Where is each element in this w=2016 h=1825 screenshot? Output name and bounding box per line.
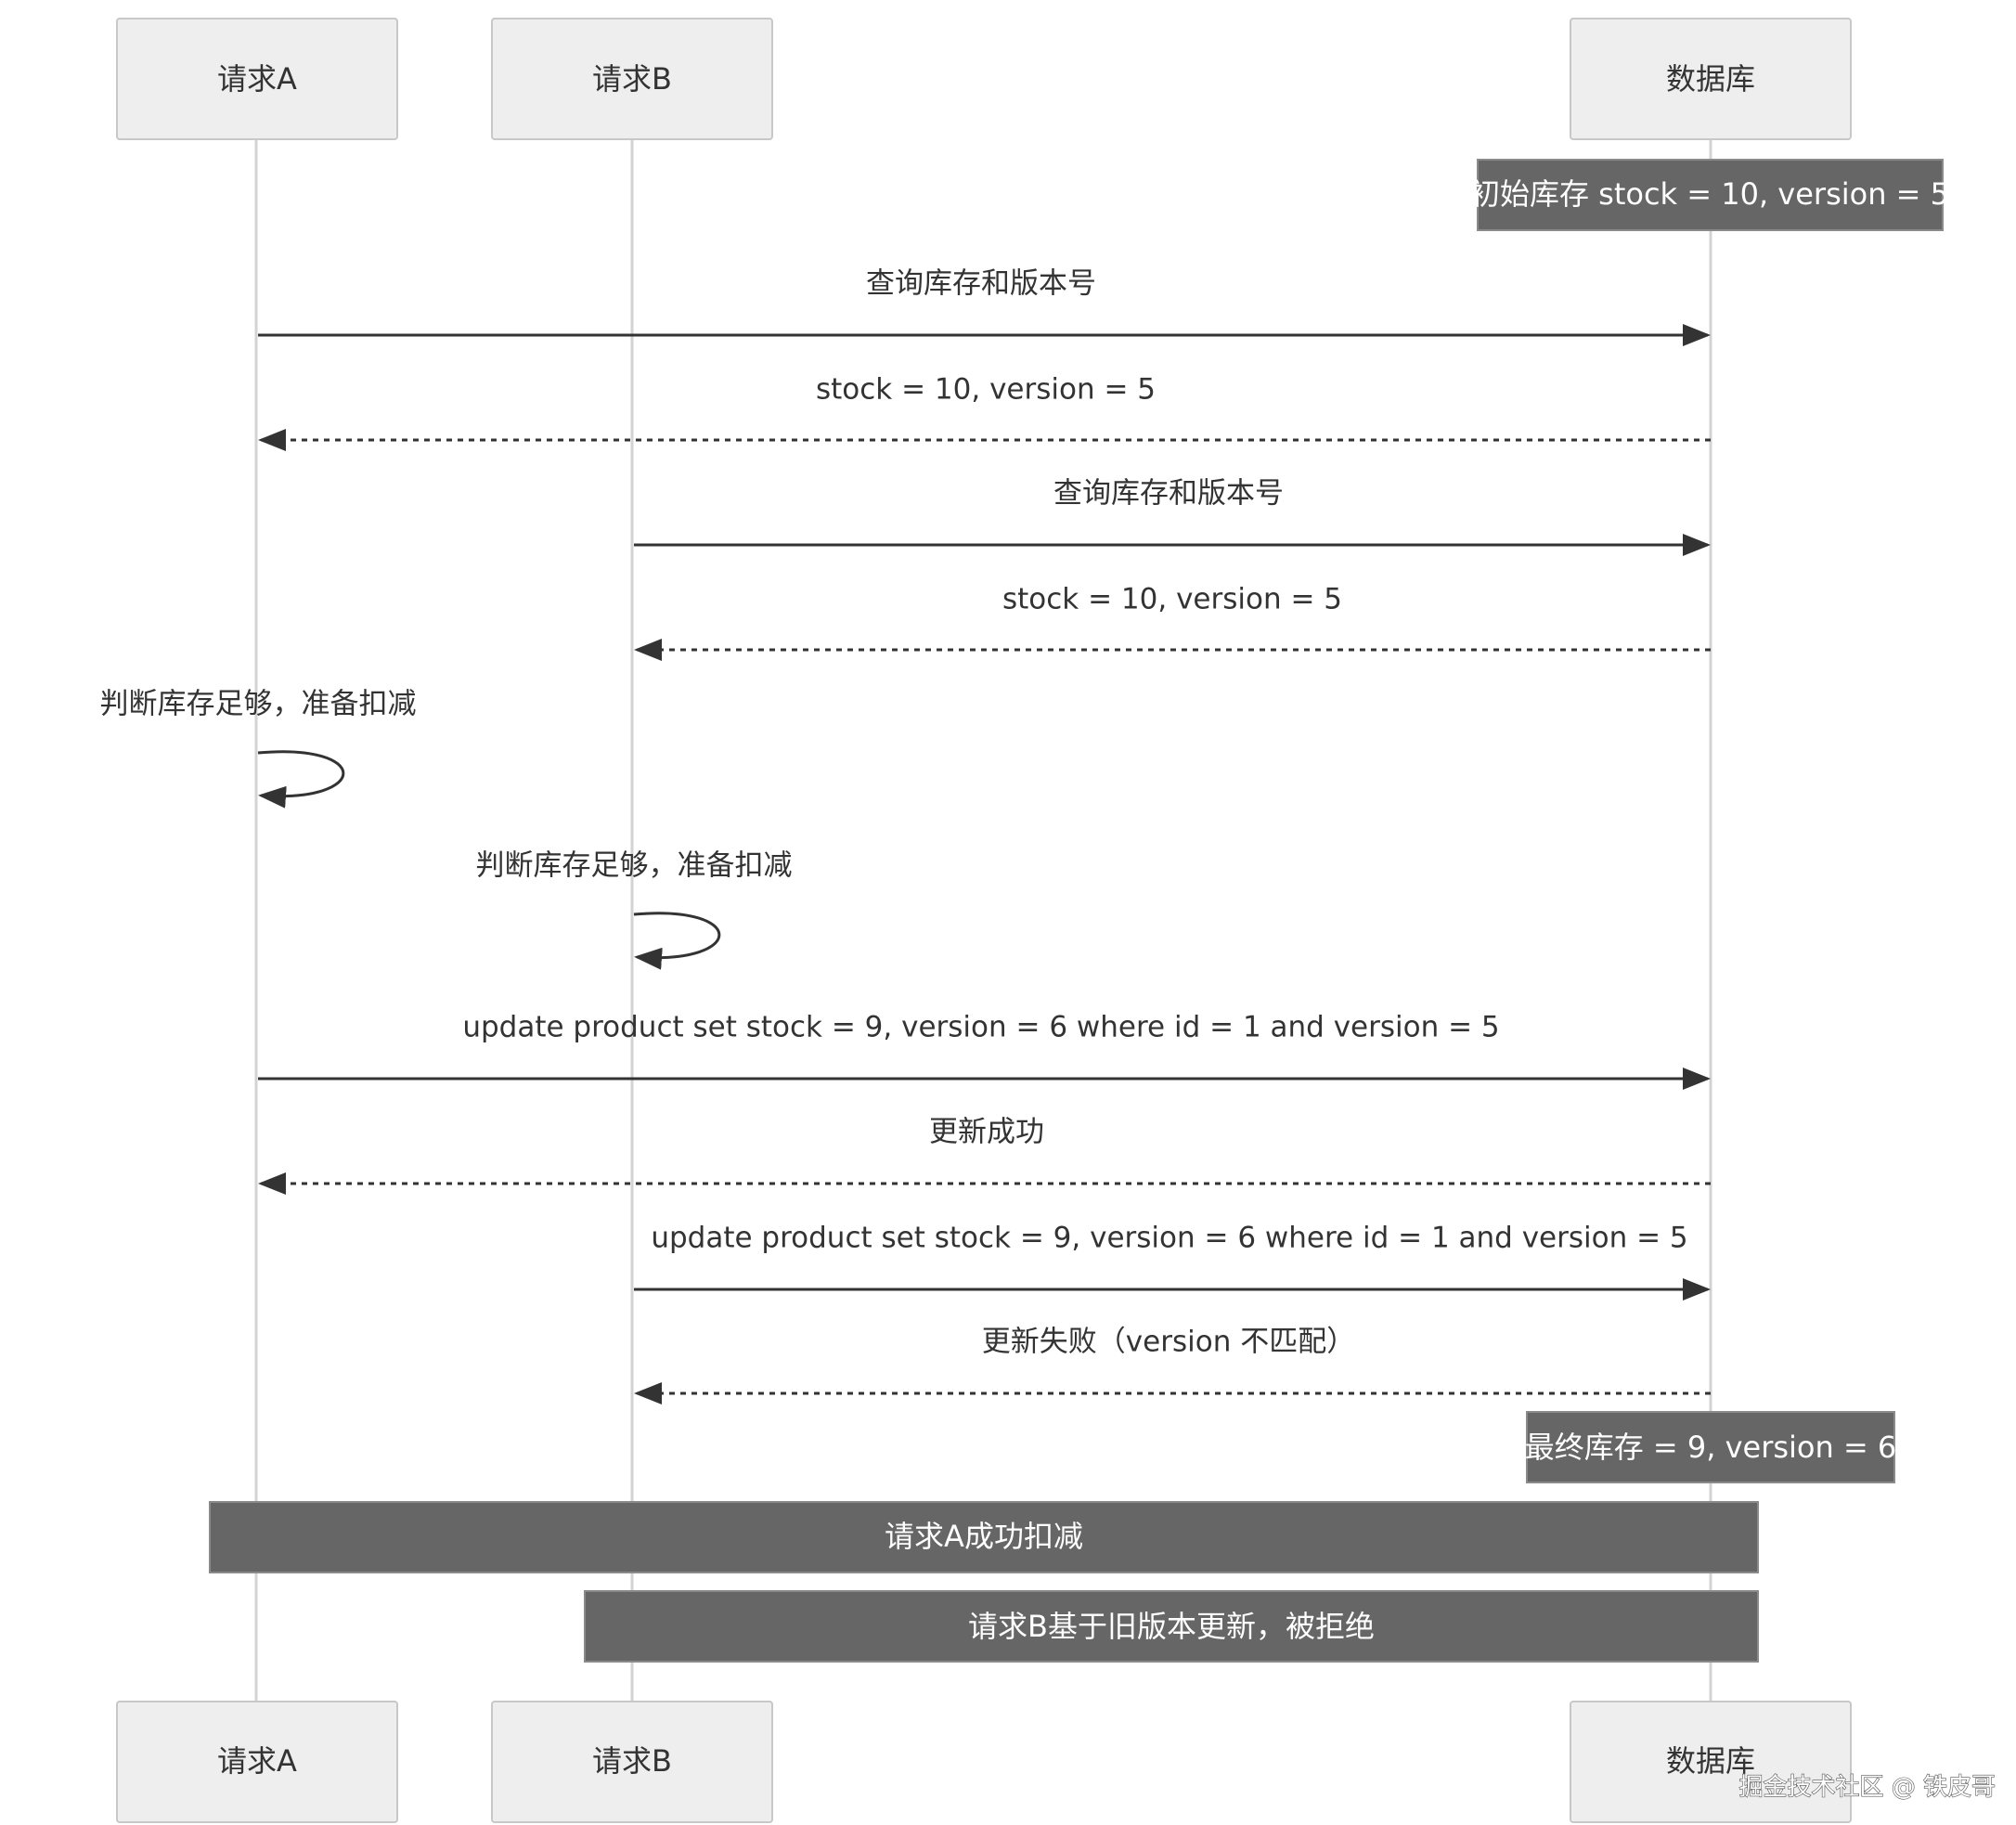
actor-database-bottom: 数据库 [1570, 1701, 1852, 1823]
actor-request-a-bottom: 请求A [116, 1701, 398, 1823]
note-final-stock: 最终库存 = 9, version = 6 [1525, 1411, 1897, 1483]
actor-label: 数据库 [1666, 1743, 1755, 1779]
svg-text:请求A成功扣减: 请求A成功扣减 [885, 1519, 1083, 1554]
message-label: 更新成功 [929, 1116, 1044, 1149]
svg-text:请求B基于旧版本更新，被拒绝: 请求B基于旧版本更新，被拒绝 [968, 1609, 1375, 1644]
watermark: 掘金技术社区 @ 铁皮哥 [1738, 1774, 1996, 1802]
actor-label: 请求A [217, 1743, 297, 1779]
svg-text:初始库存 stock = 10, version = 5: 初始库存 stock = 10, version = 5 [1470, 176, 1949, 212]
actor-request-b-bottom: 请求B [491, 1701, 773, 1823]
message-label: stock = 10, version = 5 [1002, 583, 1342, 616]
actor-request-b-top: 请求B [491, 18, 773, 140]
svg-text:最终库存 = 9, version = 6: 最终库存 = 9, version = 6 [1525, 1430, 1897, 1465]
self-loop-arrow [633, 912, 721, 970]
message-label: 更新失败（version 不匹配） [982, 1326, 1355, 1359]
message-label: 查询库存和版本号 [1053, 477, 1284, 511]
actor-label: 请求B [592, 1743, 672, 1779]
message-label: 查询库存和版本号 [866, 267, 1096, 301]
actor-label: 请求B [592, 61, 672, 97]
actor-database-top: 数据库 [1570, 18, 1852, 140]
message-label: update product set stock = 9, version = … [462, 1011, 1499, 1044]
actor-label: 数据库 [1666, 61, 1755, 97]
message-label: stock = 10, version = 5 [816, 373, 1156, 407]
message-label: 判断库存足够，准备扣减 [476, 849, 793, 883]
note-request-b-rejected: 请求B基于旧版本更新，被拒绝 [584, 1590, 1759, 1663]
note-initial-stock: 初始库存 stock = 10, version = 5 [1470, 159, 1949, 231]
self-loop-arrow [257, 750, 345, 809]
message-label: update product set stock = 9, version = … [651, 1222, 1687, 1255]
note-request-a-success: 请求A成功扣减 [209, 1501, 1759, 1573]
message-label: 判断库存足够，准备扣减 [100, 688, 417, 721]
actor-request-a-top: 请求A [116, 18, 398, 140]
actor-label: 请求A [217, 61, 297, 97]
